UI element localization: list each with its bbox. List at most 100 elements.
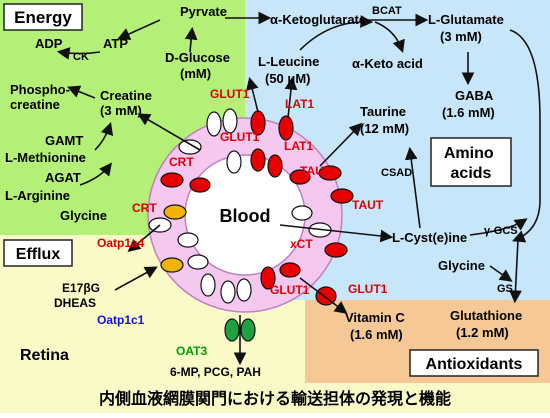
e17bg-line2: DHEAS: [54, 296, 96, 310]
arrow-bcat-ketoacid: [374, 21, 405, 54]
taurine-line2: (12 mM): [360, 121, 409, 136]
amino-box-label: Amino acids: [444, 145, 498, 182]
glutathione-line1: Glutathione: [450, 308, 522, 323]
l-leucine-line1: L-Leucine: [258, 54, 319, 69]
transporter-lat1-top-inner: [267, 154, 283, 178]
label-glycine-amino: Glycine: [438, 258, 485, 273]
taurine-line1: Taurine: [360, 104, 406, 119]
d-glucose-line1: D-Glucose: [165, 50, 230, 65]
label-e17bg: E17βG DHEAS: [54, 281, 103, 310]
arrow-creatine-phospho: [67, 85, 96, 99]
transporter-white-left5: [200, 273, 216, 297]
arrow-arginine-glycine: [79, 162, 112, 186]
creatine-line2: (3 mM): [100, 103, 142, 118]
label-ketoglutarate: α-Ketoglutarate: [270, 12, 366, 27]
transporters: [148, 108, 354, 342]
amino-box-line1: Amino: [444, 145, 494, 162]
transporter-yellow-left1: [163, 204, 187, 220]
tlabel-taut-right2: TAUT: [352, 198, 384, 212]
label-d-glucose: D-Glucose (mM): [165, 50, 234, 81]
energy-box: [3, 3, 83, 31]
label-keto-acid: α-Keto acid: [352, 56, 423, 71]
label-agat: AGAT: [45, 170, 81, 185]
arrow-to-glutathione: [509, 239, 522, 304]
efflux-box: [3, 239, 73, 267]
gaba-line2: (1.6 mM): [442, 105, 495, 120]
label-6mp: 6-MP, PCG, PAH: [170, 365, 261, 379]
label-csad: CSAD: [381, 167, 412, 179]
label-taurine: Taurine (12 mM): [360, 104, 410, 136]
vitamin-c-line1: Vitamin C: [345, 310, 405, 325]
arrows: [56, 11, 541, 366]
label-l-glutamate: L-Glutamate (3 mM): [428, 12, 507, 44]
tlabel-oatp1c1: Oatp1c1: [97, 313, 145, 327]
phosphocreatine-line2: creatine: [10, 97, 60, 112]
creatine-line1: Creatine: [100, 88, 152, 103]
arrow-e17-oatp1c1: [114, 266, 158, 291]
arrow-crt-creatine: [137, 113, 201, 151]
arrow-xct-cysteine: [279, 224, 394, 243]
arrow-cys-taurine: [404, 146, 421, 229]
tlabel-glut1-br: GLUT1: [348, 282, 388, 296]
label-glutathione: Glutathione (1.2 mM): [450, 308, 526, 340]
arrow-taut-taurine: [319, 122, 363, 167]
label-l-leucine: L-Leucine (50 μM): [258, 54, 323, 86]
arrow-oatp1a4-out: [127, 224, 161, 253]
transporter-glut1-top-inner: [250, 148, 266, 172]
caption-band: [0, 383, 550, 413]
l-glutamate-line2: (3 mM): [440, 29, 482, 44]
label-creatine: Creatine (3 mM): [100, 88, 156, 118]
label-l-methionine: L-Methionine: [5, 150, 86, 165]
amino-box-line2: acids: [451, 165, 492, 182]
glutathione-line2: (1.2 mM): [456, 325, 509, 340]
tlabel-glut1-top: GLUT1: [210, 87, 250, 101]
retina-label: Retina: [20, 347, 69, 364]
arrow-glut1-glucose: [246, 76, 259, 113]
label-gamt: GAMT: [45, 133, 83, 148]
label-gs: GS: [497, 283, 513, 295]
transporter-white-top1: [206, 111, 222, 137]
label-bcat: BCAT: [372, 5, 402, 17]
arrow-lat1-leucine: [284, 76, 298, 119]
arrow-cyst-gcs: [469, 218, 528, 236]
amino-box: [430, 137, 512, 187]
transporter-white-top3: [222, 108, 238, 134]
tlabel-glut1-mid: GLUT1: [220, 130, 260, 144]
transporter-crt-left-inner: [189, 177, 211, 193]
label-gaba: GABA (1.6 mM): [442, 88, 496, 120]
transporter-crt-left-outer: [160, 172, 184, 188]
arrow-pyrvate-atp: [117, 19, 161, 40]
transporter-xct: [324, 242, 348, 258]
transporter-white-left4: [187, 254, 209, 270]
transporter-lat1-top: [278, 115, 294, 141]
vitamin-c-line2: (1.6 mM): [350, 327, 403, 342]
label-vitamin-c: Vitamin C (1.6 mM): [345, 310, 408, 342]
label-pyrvate: Pyrvate: [180, 4, 227, 19]
arrow-glutamate-down: [509, 29, 541, 243]
label-l-cysteine: L-Cyst(e)ine: [392, 230, 467, 245]
transporter-white-left3: [177, 232, 199, 248]
caption: 内側血液網膜関門における輸送担体の発現と機能: [99, 389, 451, 408]
label-l-arginine: L-Arginine: [5, 188, 70, 203]
transporter-green-2: [240, 318, 256, 342]
transporter-labels: GLUT1 LAT1 GLUT1 LAT1 CRT TAUT TAUT CRT …: [97, 87, 388, 358]
tlabel-oatp1a4: Oatp1a4: [97, 236, 145, 250]
antioxidants-box: [409, 349, 539, 377]
arrow-dglucose-pyrvate: [184, 26, 198, 53]
tlabel-crt-left: CRT: [169, 155, 194, 169]
transporter-white-right1: [291, 205, 313, 221]
blood-label: Blood: [220, 206, 271, 226]
transporter-glut1-bottom: [260, 266, 276, 290]
transporter-green-1: [224, 318, 240, 342]
gaba-line1: GABA: [455, 88, 494, 103]
transporter-white-top2: [226, 150, 242, 174]
transporter-taut-right2: [330, 188, 354, 204]
energy-box-label: Energy: [14, 8, 72, 27]
d-glucose-line2: (mM): [180, 66, 211, 81]
tlabel-crt-left2: CRT: [132, 201, 157, 215]
transporter-white-bottom1: [220, 280, 236, 304]
transporter-glut1-br-inner: [279, 262, 301, 278]
l-leucine-line2: (50 μM): [265, 71, 311, 86]
arrow-glycine-gs: [489, 265, 513, 282]
tlabel-oat3: OAT3: [176, 344, 207, 358]
